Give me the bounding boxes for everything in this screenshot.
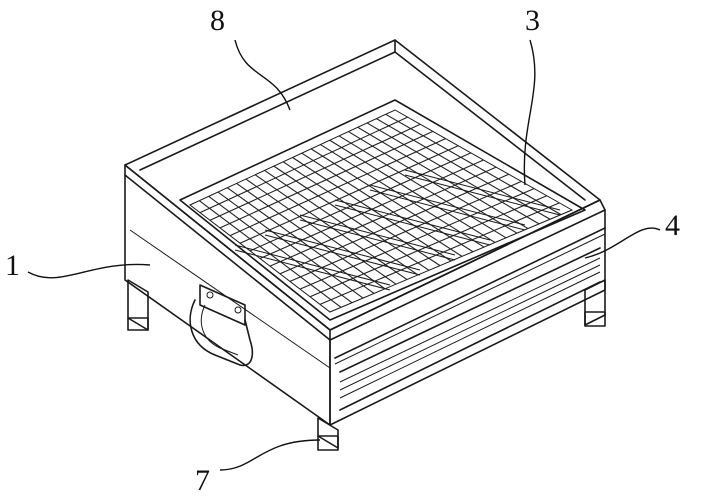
inner-rim: [139, 51, 586, 201]
skewer-rod: [404, 174, 561, 216]
leader-4: [584, 227, 661, 259]
grill-grate: [179, 99, 586, 321]
skewer-rod: [299, 214, 456, 256]
top-frame: [124, 39, 601, 331]
skewer-rod: [334, 199, 491, 241]
grate-crossbar: [229, 138, 446, 237]
label-8: 8: [210, 4, 225, 37]
skewer-rod: [299, 219, 456, 261]
skewer-rod: [404, 169, 561, 211]
skewer-rod: [264, 229, 421, 271]
grate-crossbar: [289, 180, 522, 282]
grill-body: [124, 39, 606, 426]
drawer-slot-3: [339, 264, 601, 391]
legs: [127, 279, 606, 451]
side-handle: [189, 284, 254, 367]
drawer-slot-4: [339, 271, 601, 399]
drawer-slot-2: [339, 257, 601, 383]
grate-frame: [179, 99, 586, 321]
skewer-rod: [234, 244, 391, 286]
leader-3: [523, 39, 536, 186]
label-1: 1: [5, 249, 20, 282]
drawer-slot: [339, 247, 601, 373]
foot-front-left: [317, 435, 339, 451]
grate-crossbar: [279, 173, 510, 275]
label-7: 7: [195, 464, 210, 497]
foot-back-left: [127, 317, 149, 331]
leader-1: [27, 263, 151, 279]
drawer-top-2: [334, 233, 606, 365]
handle-grip-inner: [200, 304, 239, 356]
label-4: 4: [665, 209, 680, 242]
skewer-rod: [264, 234, 421, 276]
handle-rivet: [206, 291, 214, 299]
grate-crossbar: [239, 145, 459, 244]
leader-8: [234, 39, 291, 111]
grate-crossbar: [199, 116, 408, 214]
skewer-rod: [369, 189, 526, 231]
label-3: 3: [525, 4, 540, 37]
grate-crossbar: [209, 123, 421, 221]
leg-front-right: [584, 279, 606, 326]
leg-back-left: [127, 279, 149, 331]
handle-bracket: [199, 284, 246, 326]
grate-crossbar: [249, 152, 472, 252]
foot-front-right: [584, 311, 606, 327]
drawer-top: [334, 227, 606, 359]
skewer-rod: [369, 184, 526, 226]
drawer-bottom: [339, 281, 601, 411]
handle-grip: [189, 299, 254, 367]
grate-crossbar: [309, 195, 547, 298]
skewer-rod: [334, 204, 491, 246]
leader-7: [219, 439, 321, 471]
skewer-rod: [234, 249, 391, 291]
leader-lines: [27, 39, 661, 471]
grate-crossbar: [219, 130, 434, 229]
handle-rivet-2: [234, 306, 242, 314]
grate-crossbar: [319, 202, 560, 305]
skewer-rods: [234, 169, 561, 291]
grate-inner-frame: [189, 109, 574, 313]
left-rim: [124, 164, 331, 341]
